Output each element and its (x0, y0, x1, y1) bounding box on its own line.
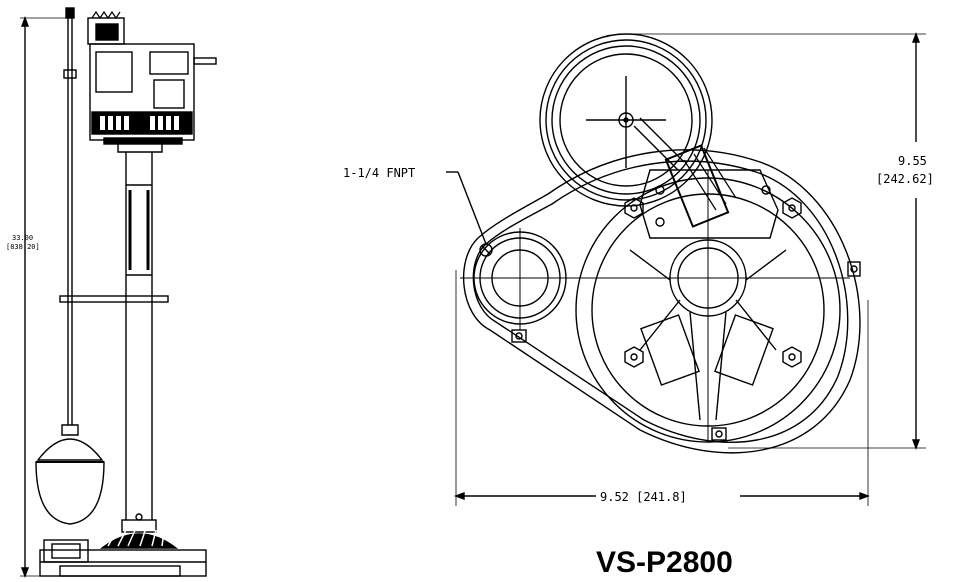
pump-plan-view (446, 32, 926, 506)
pump-base (39, 519, 207, 577)
discharge-column (59, 152, 169, 521)
width-dim-label: 9.52 [241.8] (600, 490, 687, 504)
left-height-dim-label: 33.00 (12, 234, 33, 242)
port-callout-leader (446, 171, 487, 245)
model-label: VS-P2800 (596, 546, 733, 579)
mounting-tabs (711, 261, 861, 441)
height-dimension-left (20, 16, 70, 578)
motor-head (87, 10, 217, 153)
float-ball (35, 424, 105, 525)
right-height-dim-metric: [242.62] (876, 172, 934, 186)
right-height-dim-label: 9.55 (898, 154, 927, 168)
height-dimension-right (628, 32, 926, 450)
pump-elevation-view (20, 7, 217, 578)
switch-bracket (639, 144, 779, 239)
float-rod (63, 7, 77, 425)
port-callout-label: 1-1/4 FNPT (343, 166, 415, 180)
basin-outline (463, 149, 861, 454)
width-dimension (454, 270, 870, 506)
center-lines (460, 170, 850, 440)
left-height-dim-metric: [838.20] (6, 243, 40, 251)
